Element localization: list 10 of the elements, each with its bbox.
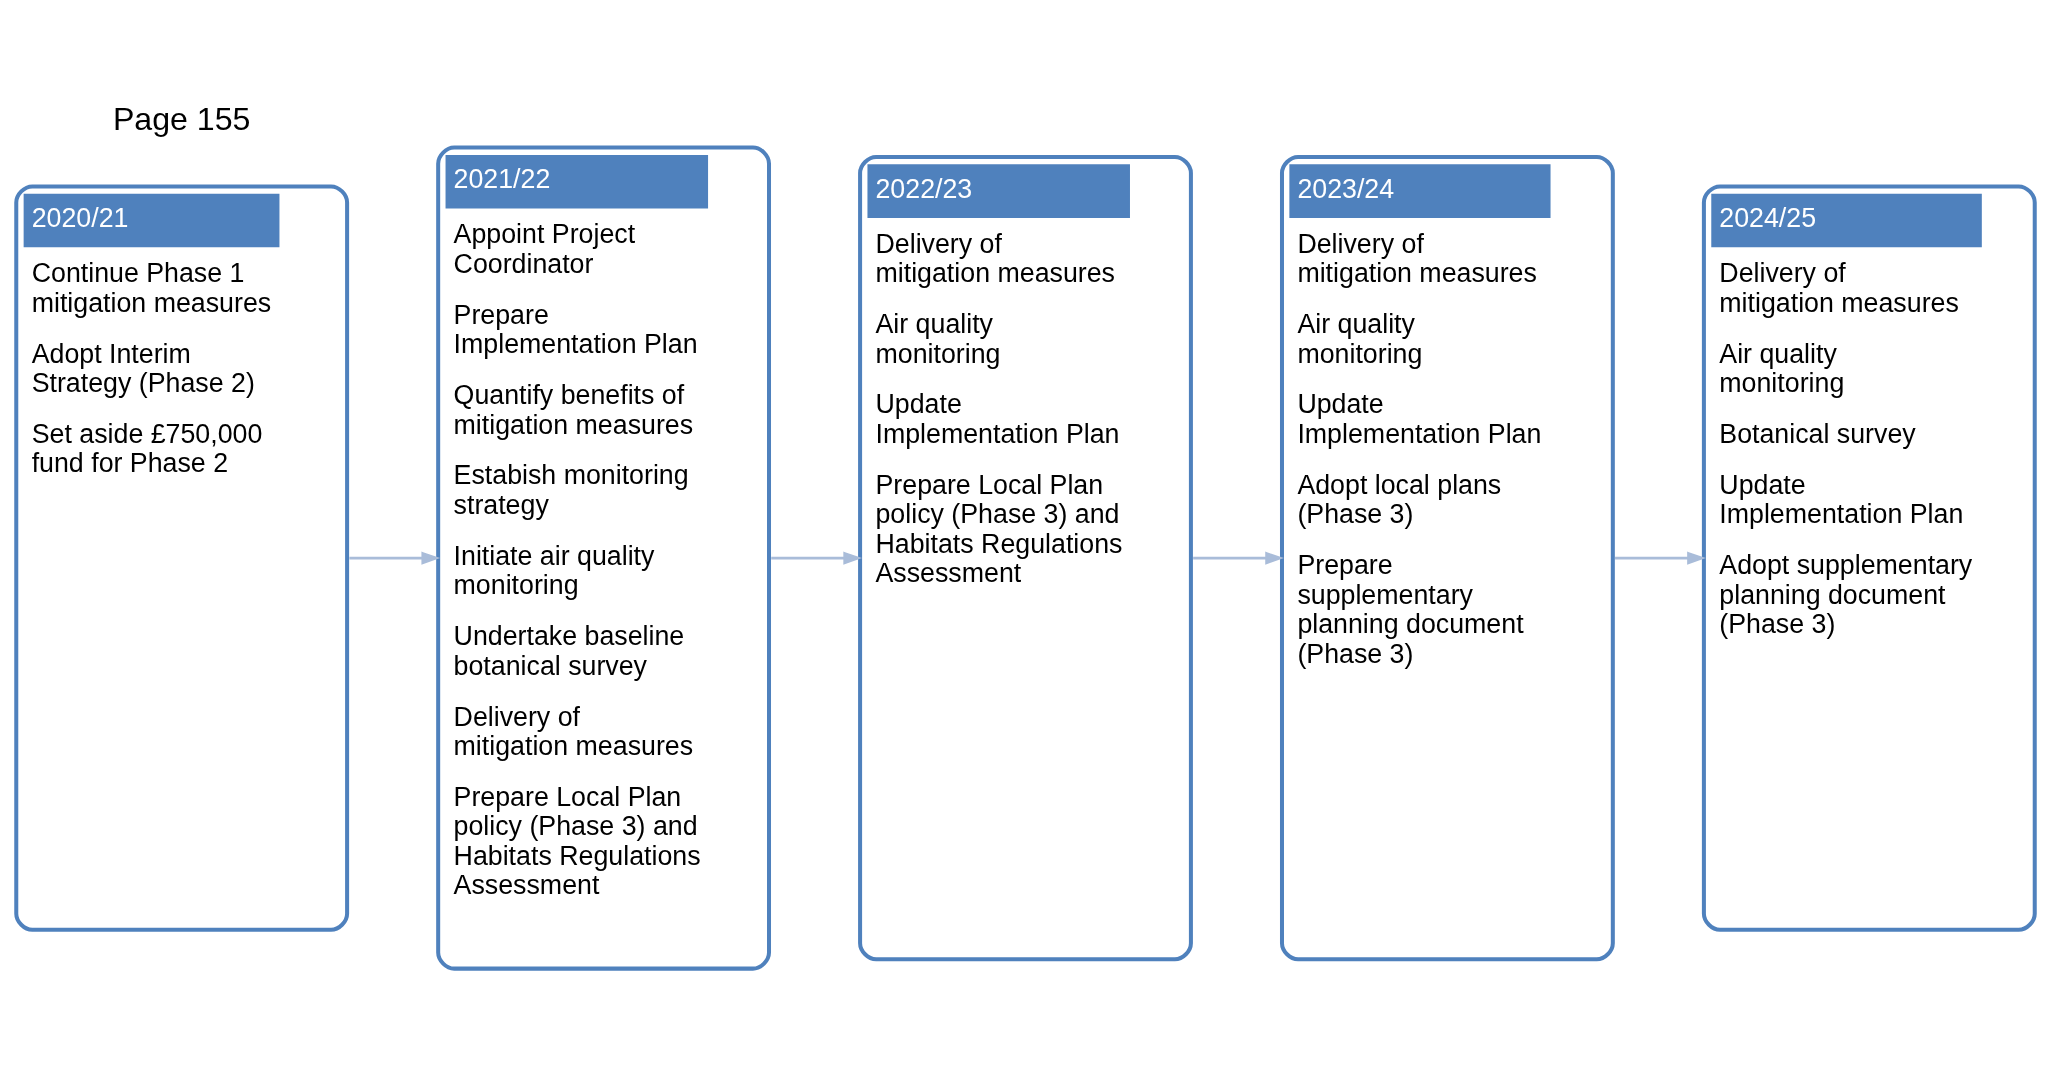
- arrow: [1193, 551, 1285, 565]
- arrow: [349, 551, 441, 565]
- node-box: 2020/21 Continue Phase 1 mitigation measures Adopt Interim Strategy (Phase 2) Set aside £750,000 fund for Phase 2: [14, 183, 350, 932]
- arrow: [771, 551, 863, 565]
- node-box: 2021/22 Appoint Project Coordinator Prepare Implementation Plan Quantify benefits of mitigation measures Estabish monitoring strategy Initiate air quality monitoring Undertake baseline botanical survey Delivery of mitigation measures Prepare Local Plan policy (Phase 3) and Habitats Regulations Assessment: [436, 145, 771, 971]
- node-box: 2024/25 Delivery of mitigation measures Air quality monitoring Botanical survey Update Implementation Plan Adopt supplementary planning document (Phase 3): [1701, 183, 2037, 932]
- node-box: 2023/24 Delivery of mitigation measures Air quality monitoring Update Implementation Plan Adopt local plans (Phase 3) Prepare supplementary planning document (Phase 3): [1280, 154, 1615, 961]
- arrow: [1615, 551, 1706, 565]
- label: Page 155: [112, 100, 251, 137]
- node-box: 2022/23 Delivery of mitigation measures Air quality monitoring Update Implementation Plan Prepare Local Plan policy (Phase 3) and Habitats Regulations Assessment: [858, 154, 1193, 961]
